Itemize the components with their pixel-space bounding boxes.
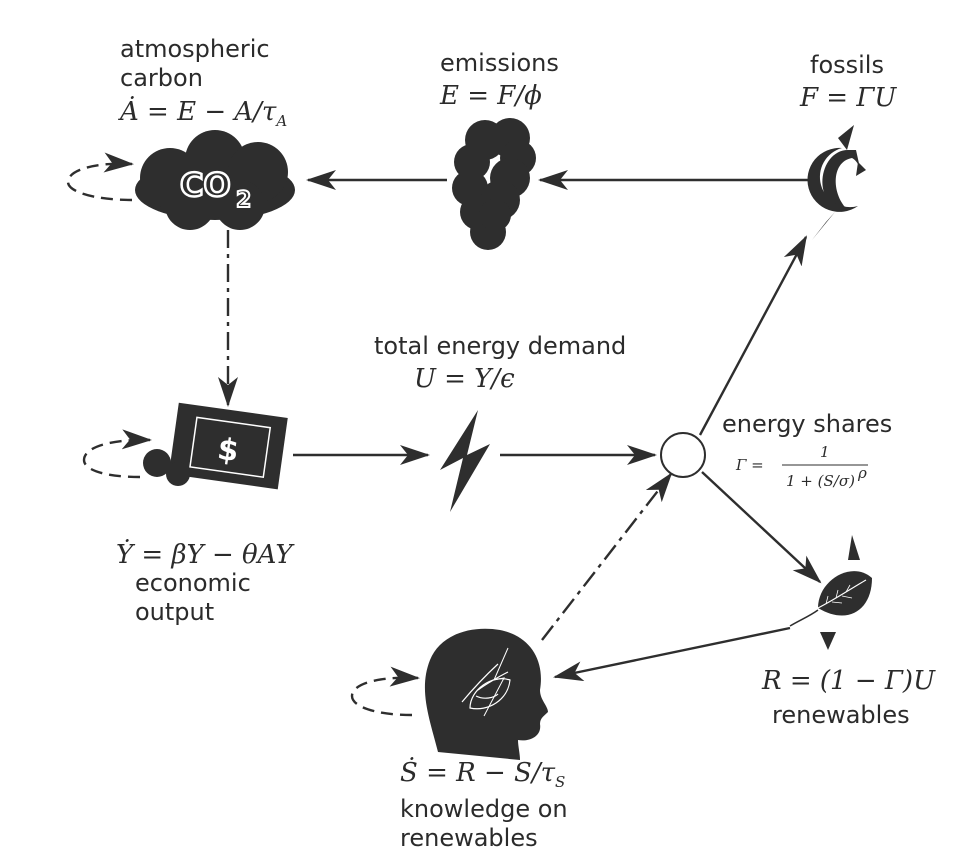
fossils-equation: F = ΓU: [799, 83, 897, 113]
dollar-sign: $: [215, 432, 241, 470]
economic-output-equation: Ẏ = βY − θAY: [116, 539, 295, 570]
energy-shares-lhs: Γ =: [735, 456, 764, 474]
renewables-label: renewables: [772, 701, 910, 729]
economic-output-label-2: output: [135, 598, 214, 626]
atmospheric-carbon-equation-main: Ȧ = E − A/τ: [118, 96, 277, 127]
knowledge-equation-sub: S: [555, 773, 565, 791]
co2-cloud-icon: CO 2: [135, 130, 295, 230]
edges: [66, 152, 822, 717]
atmospheric-carbon-equation-sub: A: [274, 112, 287, 130]
atmospheric-carbon-equation: Ȧ = E − A/τA: [118, 96, 287, 130]
atmospheric-carbon-label-1: atmospheric: [120, 35, 270, 63]
co2-subscript: 2: [236, 188, 251, 213]
self-loop-knowledge: [350, 666, 420, 717]
edge-renewables-to-knowledge: [553, 626, 791, 682]
edge-knowledge-to-shares: [541, 472, 673, 641]
money-icon: $: [143, 402, 288, 490]
knowledge-label-2: renewables: [400, 824, 538, 852]
energy-shares-label: energy shares: [722, 410, 892, 438]
fossils-label: fossils: [810, 51, 884, 79]
smoke-cloud-icon: [452, 118, 536, 250]
circle-node-icon: [660, 432, 706, 478]
knowledge-equation-main: Ṡ = R − S/τ: [400, 756, 556, 788]
co2-label: CO: [180, 166, 231, 204]
renewables-equation: R = (1 − Γ)U: [761, 666, 936, 696]
energy-shares-exponent: ρ: [857, 464, 867, 482]
knowledge-equation: Ṡ = R − S/τS: [400, 756, 565, 791]
energy-shares-numerator: 1: [820, 443, 830, 461]
energy-shares-equation: Γ = 1 1 + (S/σ) ρ: [735, 443, 868, 490]
emissions-equation: E = F/ϕ: [439, 81, 542, 111]
head-profile-icon: [424, 628, 548, 760]
economic-output-label-1: economic: [135, 569, 251, 597]
self-loop-co2: [66, 152, 134, 202]
edge-shares-to-renewables: [701, 471, 822, 584]
atmospheric-carbon-label-2: carbon: [120, 64, 203, 92]
leaf-icon: [789, 535, 872, 650]
emissions-label: emissions: [440, 49, 559, 77]
total-energy-demand-label: total energy demand: [374, 332, 626, 360]
coal-crescent-icon: [807, 125, 866, 240]
knowledge-label-1: knowledge on: [400, 795, 568, 823]
energy-shares-denominator: 1 + (S/σ): [786, 472, 855, 490]
lightning-icon: [440, 410, 490, 512]
total-energy-demand-equation: U = Y/ϵ: [414, 364, 515, 394]
self-loop-economy: [82, 429, 152, 479]
edge-shares-to-fossils: [698, 235, 808, 436]
